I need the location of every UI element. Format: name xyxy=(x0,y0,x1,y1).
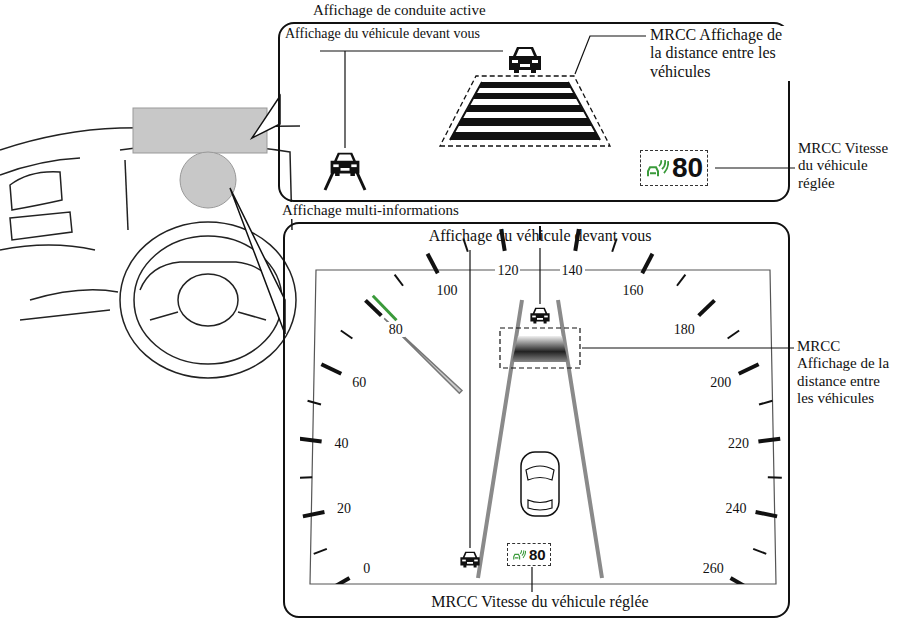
speed-tick xyxy=(642,254,652,273)
speed-tick xyxy=(759,401,772,405)
speed-scale-number: 120 xyxy=(495,263,520,278)
speed-tick xyxy=(699,300,715,315)
windshield-display-area xyxy=(133,108,267,153)
speed-scale-number: 240 xyxy=(723,501,748,516)
speed-scale-number: 220 xyxy=(726,436,751,451)
speed-tick xyxy=(330,578,349,584)
speed-tick xyxy=(300,476,312,479)
speed-tick xyxy=(756,512,778,516)
speed-tick xyxy=(768,476,782,479)
speed-tick xyxy=(395,275,403,286)
set-speed-box: 80 xyxy=(640,150,708,186)
callout-label: MRCC Vitesse du véhicule réglée xyxy=(390,593,690,611)
radar-cruise-icon xyxy=(645,158,669,178)
set-speed-box: 80 xyxy=(507,543,551,566)
speed-scale-number: 200 xyxy=(708,375,733,390)
speed-scale-number: 60 xyxy=(350,375,368,390)
speed-tick xyxy=(428,254,438,273)
callout-label: MRCC Affichage de la distance entre les … xyxy=(650,26,790,81)
speed-scale-number: 260 xyxy=(701,561,726,576)
speed-tick xyxy=(314,549,327,554)
callout-label: MRCC Vitesse du véhicule réglée xyxy=(798,140,896,192)
callout-label: Affichage du véhicule devant vous xyxy=(285,26,481,42)
callout-tail xyxy=(252,96,280,138)
speed-tick xyxy=(321,364,341,373)
speed-scale-number: 80 xyxy=(387,322,405,337)
speed-scale-number: 100 xyxy=(435,283,460,298)
speed-scale-number: 0 xyxy=(361,561,372,576)
speed-tick xyxy=(753,549,766,554)
speed-scale-number: 20 xyxy=(335,501,353,516)
speed-tick xyxy=(300,439,322,442)
speed-scale-number: 140 xyxy=(560,263,585,278)
leader-line xyxy=(470,248,794,592)
screen-frame xyxy=(310,270,776,584)
panel-heading: Affichage multi-informations xyxy=(279,202,462,219)
speed-tick xyxy=(728,331,740,339)
dashboard-drawing xyxy=(0,126,300,378)
speed-tick xyxy=(758,439,780,442)
panel-heading: Affichage de conduite active xyxy=(310,2,489,19)
callout-label: Affichage du véhicule devant vous xyxy=(390,227,690,245)
display-panel: Affichage multi-informations80 xyxy=(283,222,790,618)
speed-tick xyxy=(731,578,750,584)
speedometer-ticks xyxy=(300,226,782,584)
speed-tick xyxy=(677,275,685,286)
callout-label: MRCC Affichage de la distance entre les … xyxy=(797,338,897,407)
speed-needle xyxy=(384,318,462,393)
speed-tick xyxy=(303,512,325,516)
speed-value: 80 xyxy=(672,153,703,183)
speed-scale-number: 160 xyxy=(620,283,645,298)
callout-tail xyxy=(230,188,285,334)
set-speed-mark xyxy=(373,296,397,320)
speed-tick xyxy=(739,364,759,373)
cluster-display-area xyxy=(180,152,236,208)
active-driving-display-drawing xyxy=(325,47,610,190)
multi-information-drawing xyxy=(460,300,602,578)
radar-cruise-icon xyxy=(512,549,526,561)
speed-tick xyxy=(308,401,321,405)
speed-scale-number: 40 xyxy=(332,436,350,451)
speed-tick xyxy=(341,331,353,339)
speed-scale-number: 180 xyxy=(672,322,697,337)
speed-value: 80 xyxy=(529,546,546,563)
